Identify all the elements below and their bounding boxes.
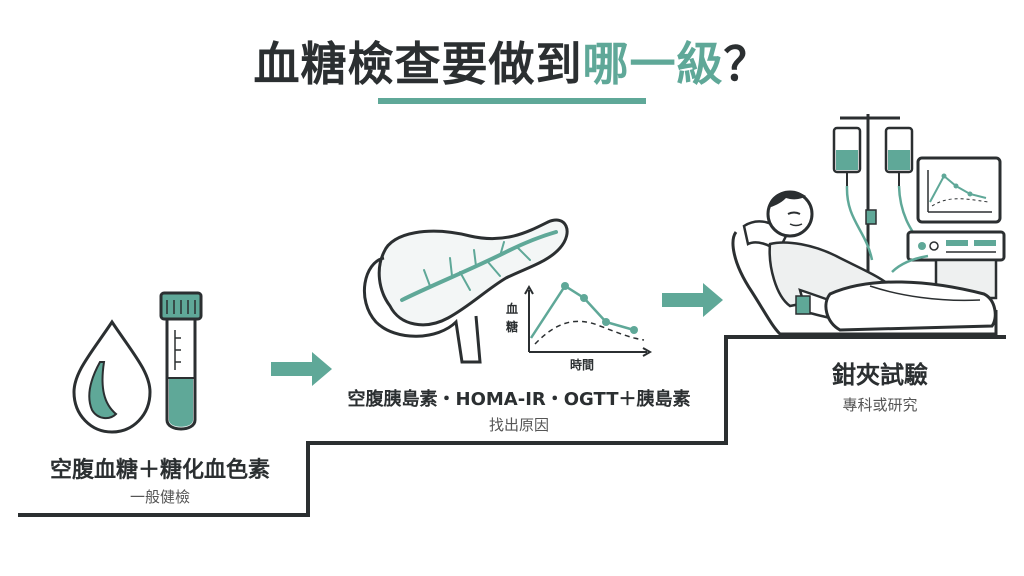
blood-drop-icon [72, 319, 152, 434]
step-1-sublabel: 一般健檢 [129, 488, 190, 506]
arrow-1-icon [271, 352, 332, 386]
title-tail: ？ [723, 37, 771, 91]
mini-chart-curve [529, 284, 635, 339]
step-3-sublabel: 專科或研究 [842, 396, 918, 414]
step-1-label: 空腹血糖＋糖化血色素 [49, 458, 270, 483]
mini-chart-xlabel: 時間 [570, 358, 595, 372]
mini-chart-point [630, 326, 638, 334]
mini-chart-dashed-curve [534, 320, 645, 345]
title-main: 血糖檢查要做到 [253, 37, 583, 91]
patient-bed-icon [731, 190, 998, 336]
monitor-icon [906, 156, 1006, 300]
staircase-line [18, 335, 1006, 517]
iv-drip-icon [832, 114, 928, 300]
mini-chart-point [580, 294, 588, 302]
test-tube-icon [159, 291, 203, 431]
arrow-2-icon [662, 283, 723, 317]
step-2-label: 空腹胰島素・HOMA-IR・OGTT＋胰島素 [347, 389, 691, 410]
pancreas-icon [362, 218, 569, 364]
step-3-label: 鉗夾試驗 [832, 361, 928, 389]
mini-chart-point [602, 318, 610, 326]
page-title: 血糖檢查要做到哪一級？ [0, 28, 1024, 94]
mini-chart-point [561, 282, 569, 290]
mini-chart-ylabel-bottom: 糖 [506, 320, 519, 334]
title-underline [378, 98, 646, 104]
title-accent: 哪一級 [582, 37, 724, 91]
mini-chart-ylabel-top: 血 [506, 302, 519, 316]
step-2-sublabel: 找出原因 [488, 416, 549, 434]
glucose-curve-chart [524, 282, 653, 357]
